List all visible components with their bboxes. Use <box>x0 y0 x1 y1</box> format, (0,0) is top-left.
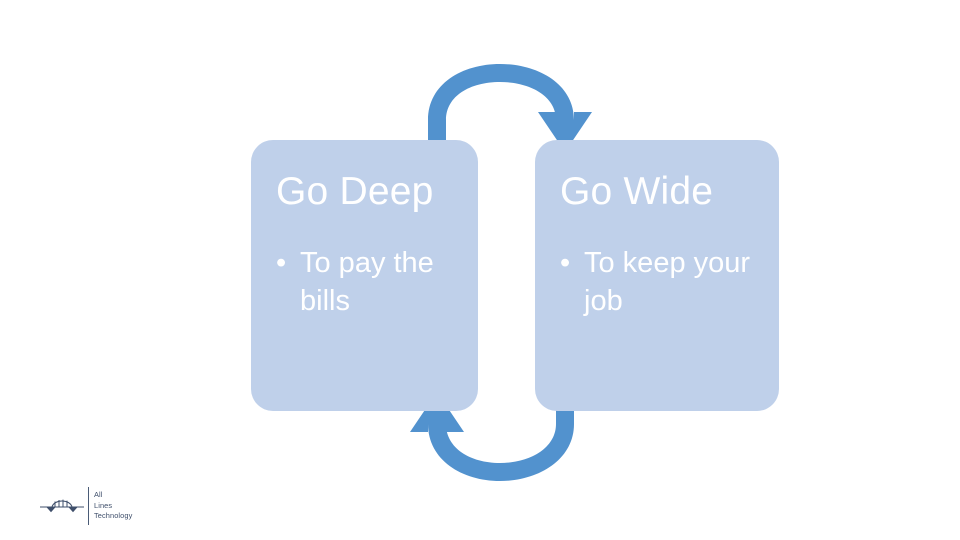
list-item: • To pay the bills <box>276 244 466 321</box>
logo-line-2: Lines <box>94 500 113 510</box>
node-bullets-go-wide: • To keep your job <box>560 244 767 321</box>
bullet-marker-icon: • <box>276 247 287 279</box>
logo-line-1: All <box>94 490 103 500</box>
node-bullets-go-deep: • To pay the bills <box>276 244 466 321</box>
all-lines-technology-logo: All Lines Technology <box>38 485 163 527</box>
curved-arrow-right-icon <box>428 64 592 152</box>
bridge-arch-icon <box>40 499 84 513</box>
cycle-node-go-deep[interactable]: Go Deep • To pay the bills <box>251 140 478 411</box>
node-title-go-wide: Go Wide <box>560 170 714 213</box>
logo-divider <box>88 487 89 525</box>
bullet-text: To keep your job <box>584 247 751 318</box>
list-item: • To keep your job <box>560 244 767 321</box>
bullet-marker-icon: • <box>560 247 571 279</box>
logo-line-3: Technology <box>94 511 133 521</box>
logo-wordmark: All Lines Technology <box>94 490 132 522</box>
bullet-text: To pay the bills <box>300 247 434 318</box>
node-title-go-deep: Go Deep <box>276 170 434 213</box>
cycle-node-go-wide[interactable]: Go Wide • To keep your job <box>535 140 779 411</box>
